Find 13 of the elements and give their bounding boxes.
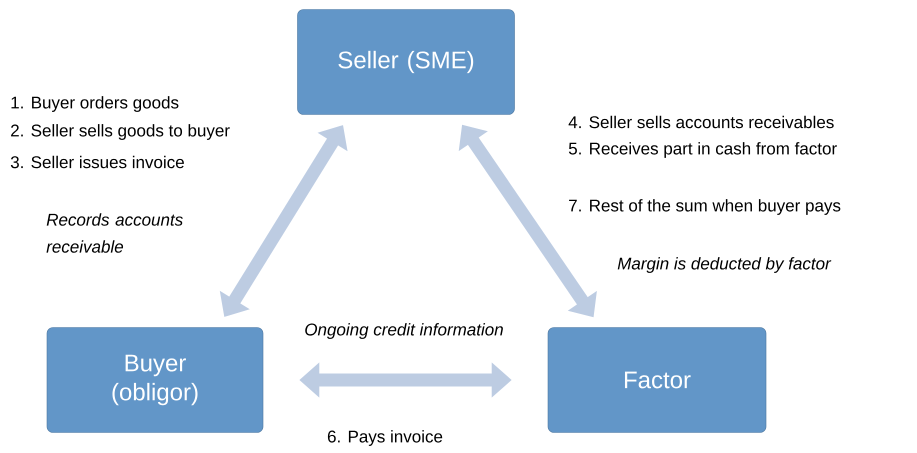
process-box: Seller (SME)	[297, 9, 515, 115]
note-text: 6. Pays invoice	[328, 430, 442, 446]
note-text: 5. Receives part in cash from factor	[568, 142, 837, 158]
note-text: 1. Buyer orders goods	[12, 96, 178, 112]
note-text: Ongoing credit information	[305, 323, 503, 339]
note-text: 7. Rest of the sum when buyer pays	[569, 199, 840, 215]
note-text: Margin is deducted by factor	[618, 257, 832, 273]
note-text: 3. Seller issues invoice	[10, 156, 184, 168]
note-text: 4. Seller sells accounts receivables	[568, 116, 834, 128]
process-box: Buyer (obligor)	[46, 327, 264, 433]
process-box: Factor	[548, 327, 766, 433]
note-text: Records accounts receivable	[46, 213, 183, 253]
note-text: 2. Seller sells goods to buyer	[11, 124, 230, 140]
